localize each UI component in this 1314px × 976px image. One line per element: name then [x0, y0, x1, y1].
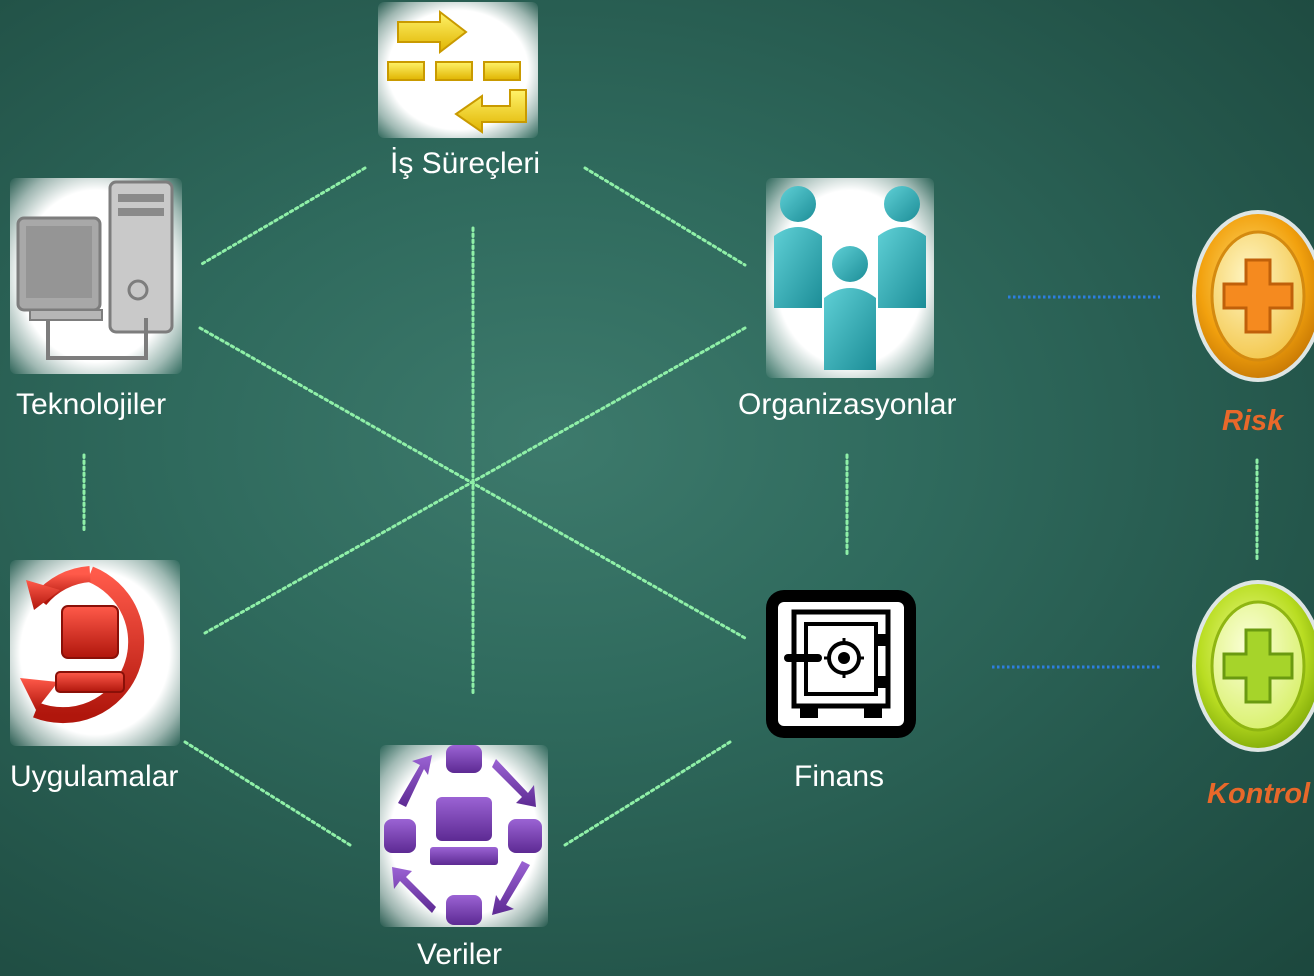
computer-icon [10, 178, 182, 374]
orange-plus-icon [1188, 208, 1314, 384]
people-group-icon [766, 178, 934, 378]
process-flow-icon [378, 2, 538, 138]
green-plus-icon [1188, 578, 1314, 754]
connector-is-teknoloji [198, 166, 367, 267]
data-network-icon [380, 745, 548, 927]
label-finans: Finans [794, 760, 885, 793]
safe-icon [766, 590, 916, 738]
label-organizasyonlar: Organizasyonlar [738, 388, 957, 421]
label-kontrol: Kontrol [1207, 778, 1311, 810]
label-uygulamalar: Uygulamalar [10, 760, 179, 793]
connector-veriler-finans [563, 740, 732, 847]
label-teknolojiler: Teknolojiler [16, 388, 167, 421]
label-risk: Risk [1222, 405, 1284, 437]
connector-organizasyon-uygulama [203, 326, 747, 635]
application-cycle-icon [10, 560, 180, 746]
connector-uygulama-veriler [183, 740, 352, 847]
label-is-surecleri: İş Süreçleri [390, 147, 541, 180]
connector-is-organizasyon [583, 166, 747, 267]
label-veriler: Veriler [417, 938, 503, 971]
